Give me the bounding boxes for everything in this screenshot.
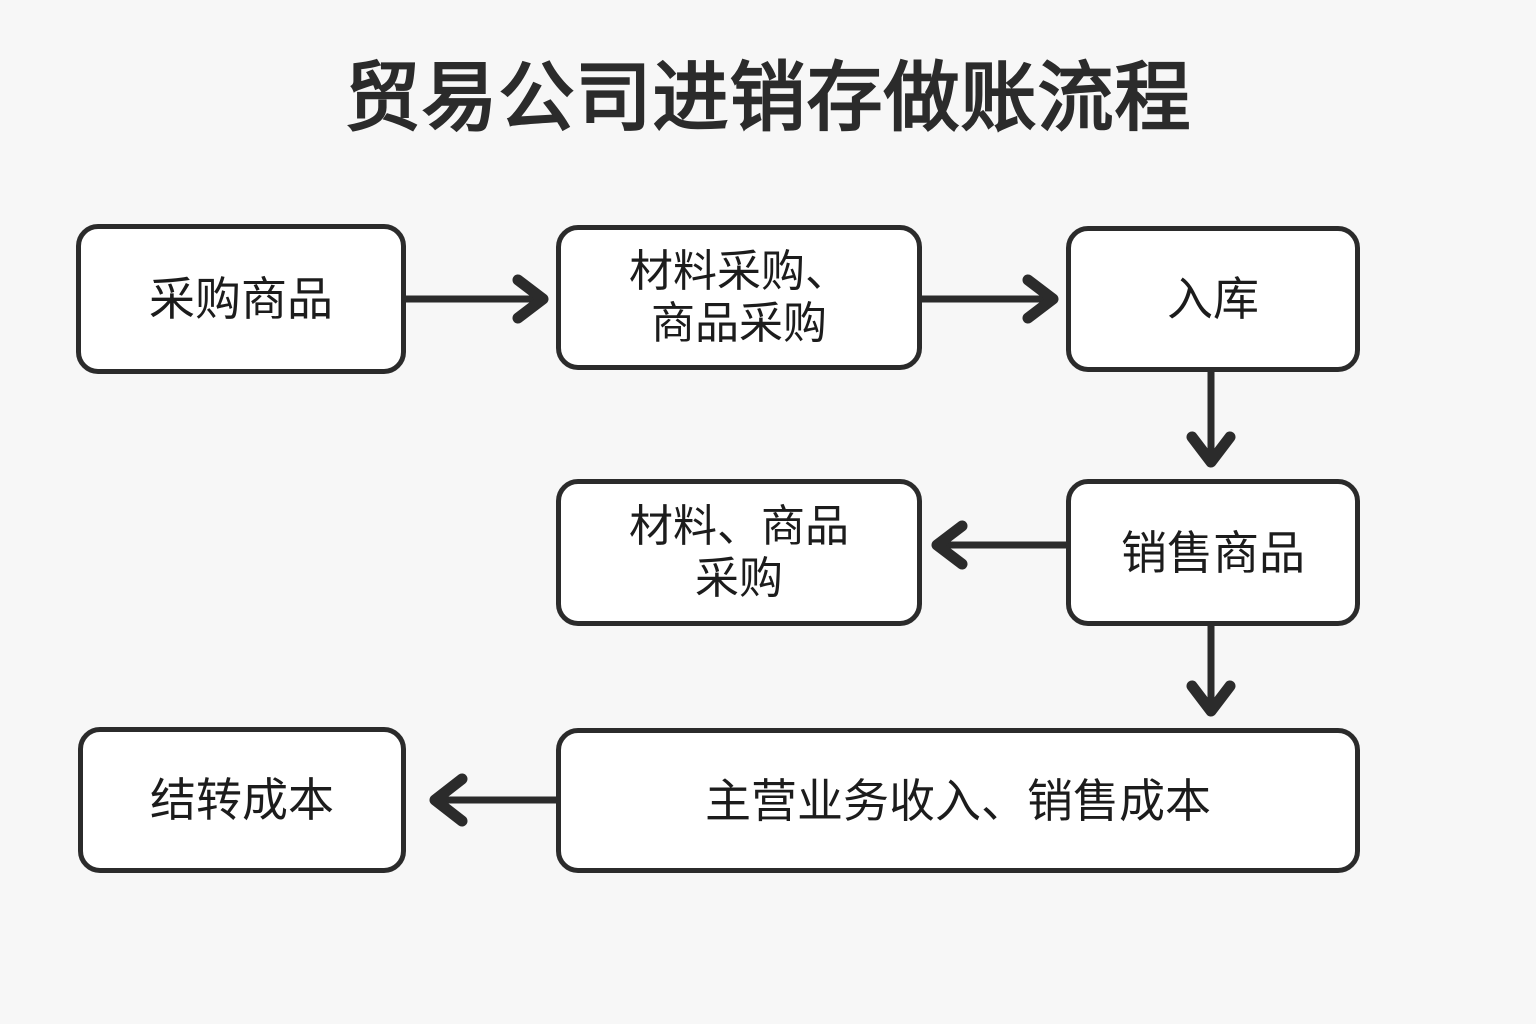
node-label: 主营业务收入、销售成本 [705, 773, 1211, 828]
node-carryover-cost[interactable]: 结转成本 [78, 727, 406, 873]
edge-sell-goods-to-material-goods-buy [931, 520, 1066, 570]
node-label: 结转成本 [150, 773, 334, 827]
page-title: 贸易公司进销存做账流程 [344, 53, 1192, 142]
edge-material-purchase-to-inbound [922, 274, 1059, 324]
node-material-goods-purchase[interactable]: 材料、商品 采购 [556, 479, 922, 626]
edge-sell-goods-to-revenue-cost [1186, 626, 1236, 717]
node-label: 入库 [1167, 272, 1259, 326]
node-revenue-cost[interactable]: 主营业务收入、销售成本 [556, 728, 1360, 873]
node-label: 材料采购、 商品采购 [629, 245, 849, 349]
node-label: 销售商品 [1121, 525, 1305, 580]
node-label: 材料、商品 采购 [629, 500, 849, 604]
node-material-purchase[interactable]: 材料采购、 商品采购 [556, 225, 922, 370]
edge-revenue-cost-to-carryover-cost [429, 773, 556, 827]
node-inbound[interactable]: 入库 [1066, 226, 1360, 372]
edge-purchase-goods-to-material-purchase [406, 274, 549, 324]
node-sell-goods[interactable]: 销售商品 [1066, 479, 1360, 626]
node-purchase-goods[interactable]: 采购商品 [76, 224, 406, 374]
edge-inbound-to-sell-goods [1186, 372, 1236, 468]
node-label: 采购商品 [149, 272, 333, 326]
